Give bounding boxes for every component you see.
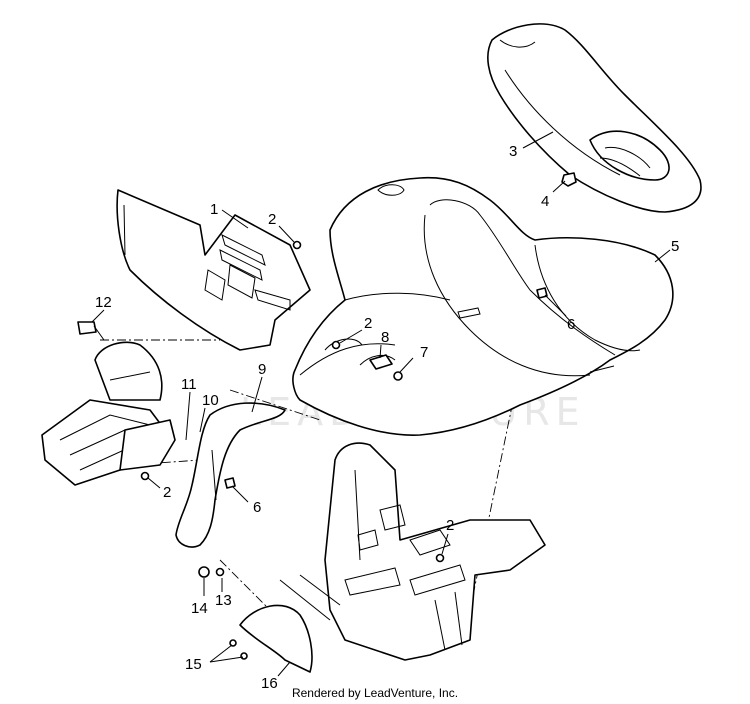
- mud-flap-part: [239, 604, 313, 673]
- callout-6-flare: 6: [253, 499, 261, 516]
- callout-10: 10: [202, 392, 219, 409]
- callout-2-fender: 2: [364, 315, 372, 332]
- footrest-assembly: [41, 341, 166, 486]
- side-panel-part: [116, 189, 311, 351]
- hardware-parts: [140, 240, 548, 660]
- callout-14: 14: [191, 600, 208, 617]
- callout-1: 1: [210, 201, 218, 218]
- seat-part: [487, 23, 702, 213]
- callout-12: 12: [95, 294, 112, 311]
- callout-2-left: 2: [163, 484, 171, 501]
- rear-fender-body: [292, 176, 674, 436]
- callout-labels: 1 2 2 2 2 3 4 5 6 6 7 8 9 10 11 12 13 14…: [95, 143, 679, 692]
- callout-4: 4: [541, 193, 549, 210]
- callout-2-frame: 2: [446, 517, 454, 534]
- frame-part: [279, 442, 546, 661]
- bolt-part: [77, 321, 105, 341]
- callout-7: 7: [420, 344, 428, 361]
- callout-6-fender: 6: [567, 316, 575, 333]
- callout-11: 11: [181, 376, 197, 393]
- callout-15: 15: [185, 656, 202, 673]
- callout-8: 8: [381, 329, 389, 346]
- leader-lines: [91, 131, 671, 677]
- callout-13: 13: [215, 592, 232, 609]
- callout-3: 3: [509, 143, 517, 160]
- callout-5: 5: [671, 238, 679, 255]
- clip-part: [561, 172, 577, 187]
- callout-2-top: 2: [268, 211, 276, 228]
- bracket-part: [119, 419, 176, 471]
- render-credit: Rendered by LeadVenture, Inc.: [291, 686, 459, 700]
- callout-9: 9: [258, 361, 266, 378]
- callout-16: 16: [261, 675, 278, 692]
- fender-flare-part: [175, 402, 286, 548]
